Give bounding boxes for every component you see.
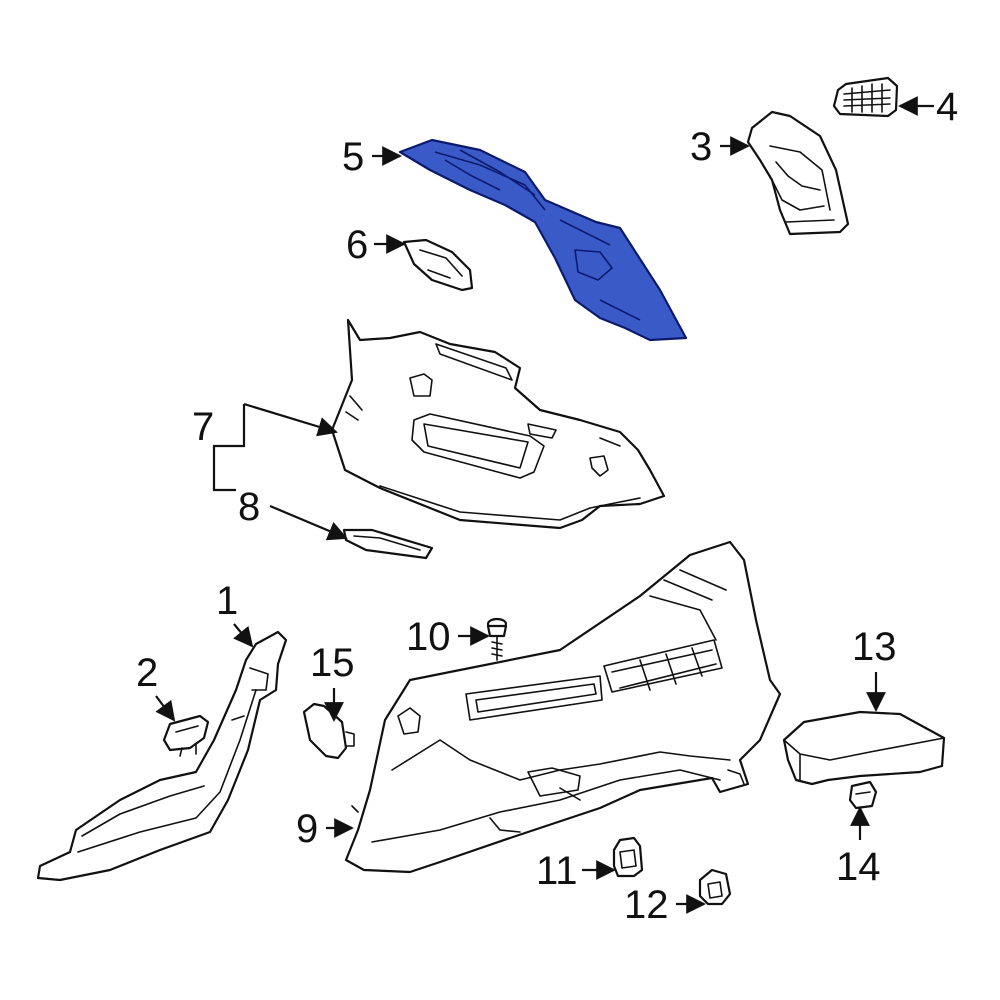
part-11-clip[interactable] (612, 836, 644, 878)
callout-2[interactable]: 2 (136, 651, 158, 695)
callout-1[interactable]: 1 (216, 579, 238, 623)
part-5-upper-quarter-trim[interactable] (398, 138, 688, 342)
part-9-lower-quarter-trim-panel[interactable] (344, 540, 782, 874)
part-14-clip[interactable] (848, 780, 878, 810)
callout-12[interactable]: 12 (624, 883, 669, 927)
leader-7 (243, 402, 338, 437)
leader-7-bracket (212, 404, 246, 492)
callout-14[interactable]: 14 (836, 845, 881, 889)
callout-3[interactable]: 3 (690, 125, 712, 169)
callout-9[interactable]: 9 (296, 807, 318, 851)
callout-4[interactable]: 4 (936, 85, 958, 129)
part-3-pillar-trim[interactable] (746, 110, 850, 236)
leader-2 (155, 695, 176, 722)
callout-13[interactable]: 13 (852, 625, 897, 669)
leader-lines (155, 96, 934, 914)
leader-8 (269, 504, 348, 541)
part-6-cover-cap[interactable] (402, 238, 474, 292)
callout-5[interactable]: 5 (342, 135, 364, 179)
part-15-cover-plug[interactable] (302, 702, 355, 760)
callout-labels: 1 2 3 4 5 6 7 8 9 10 11 12 13 14 15 (136, 85, 958, 927)
callout-15[interactable]: 15 (310, 641, 355, 685)
part-8-trim-strip[interactable] (342, 528, 434, 560)
part-10-screw[interactable] (486, 617, 508, 661)
callout-6[interactable]: 6 (346, 223, 368, 267)
callout-10[interactable]: 10 (406, 615, 451, 659)
part-4-clip-trim[interactable] (832, 76, 899, 118)
part-7-quarter-trim-panel[interactable] (330, 318, 666, 530)
leader-1 (233, 623, 254, 648)
callout-7[interactable]: 7 (192, 405, 214, 449)
part-13-storage-cover[interactable] (782, 710, 946, 786)
callout-11[interactable]: 11 (536, 849, 578, 893)
part-12-clip[interactable] (698, 868, 732, 906)
part-2-bracket[interactable] (162, 714, 210, 757)
part-1-pillar-trim[interactable] (36, 630, 288, 882)
callout-8[interactable]: 8 (238, 485, 260, 529)
